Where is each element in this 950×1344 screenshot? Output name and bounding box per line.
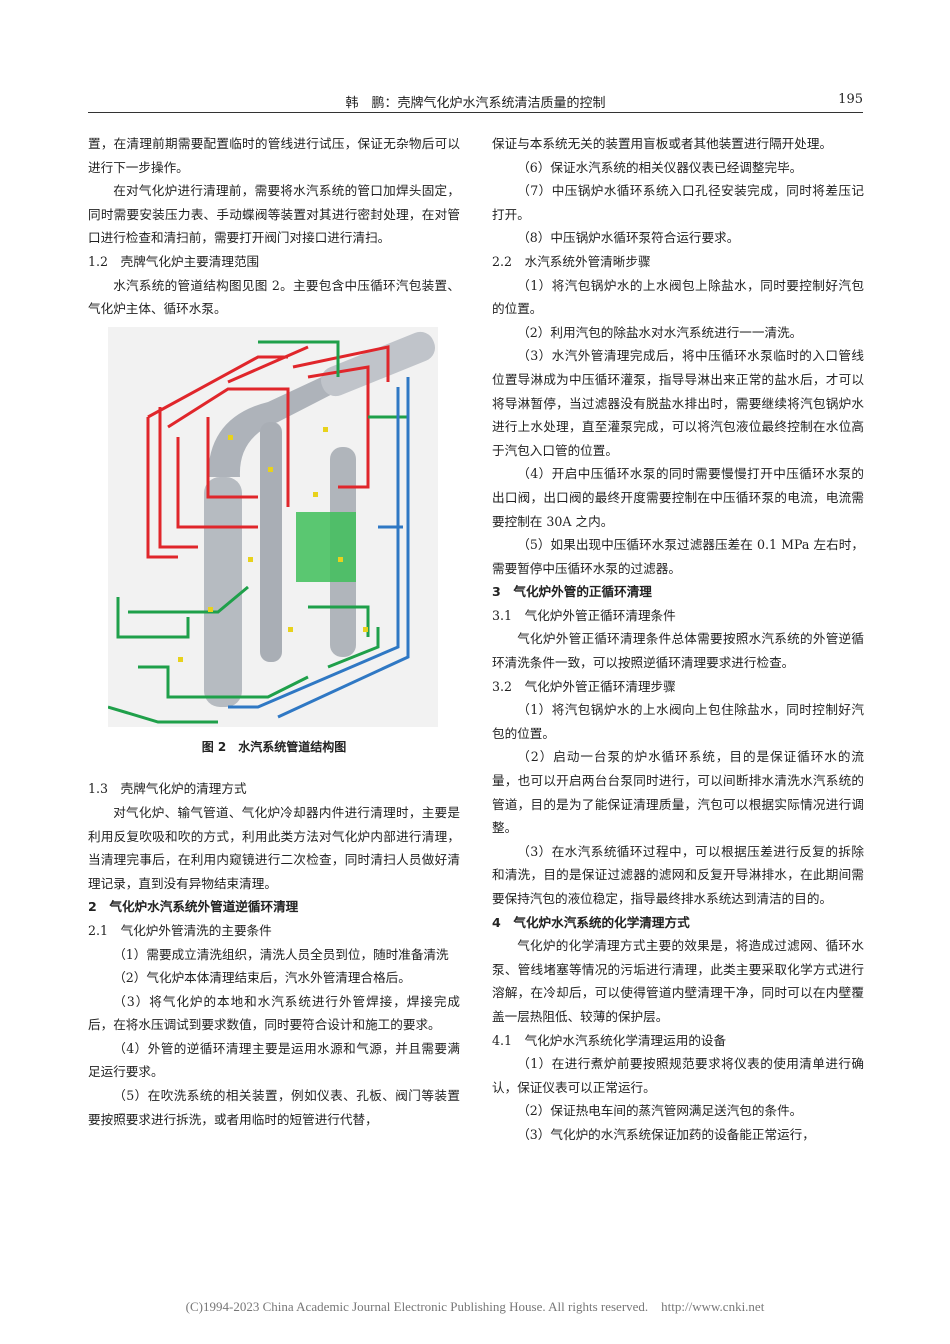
paragraph: 保证与本系统无关的装置用盲板或者其他装置进行隔开处理。 [492,136,833,151]
right-column: 保证与本系统无关的装置用盲板或者其他装置进行隔开处理。 （6）保证水汽系统的相关… [492,132,864,1147]
running-header: 韩 鹏：壳牌气化炉水汽系统清洁质量的控制 195 [88,92,863,113]
copyright-footer: (C)1994-2023 China Academic Journal Elec… [185,1299,765,1314]
list-item: （2）气化炉本体清理结束后，汽水外管清理合格后。 [113,970,411,986]
figure-2 [88,326,460,732]
paragraph: 置，在清理前期需要配置临时的管线进行试压，保证无杂物后可以进行下一步操作。 [88,136,460,175]
list-item: （3）气化炉的水汽系统保证加药的设备能正常运行， [517,1126,815,1142]
list-item: （3）将气化炉的本地和水汽系统进行外管焊接，焊接完成后，在将水压调试到要求数值，… [88,993,460,1033]
section-heading-2-2: 2.2 水汽系统外管清晰步骤 [492,253,651,269]
paragraph: 水汽系统的管道结构图见图 2。主要包含中压循环汽包装置、气化炉主体、循环水泵。 [88,277,460,317]
list-item: （5）在吹洗系统的相关装置，例如仪表、孔板、阀门等装置要按照要求进行拆洗，或者用… [88,1088,460,1127]
paragraph: 对气化炉、输气管道、气化炉冷却器内件进行清理时，主要是利用反复吹吸和吹的方式，利… [88,804,460,891]
list-item: （2）利用汽包的除盐水对水汽系统进行一一清洗。 [517,324,803,340]
list-item: （1）将汽包锅炉水的上水阀向上包住除盐水，同时控制好汽包的位置。 [492,702,864,741]
section-heading-1-3: 1.3 壳牌气化炉的清理方式 [88,781,247,797]
section-heading-4-1: 4.1 气化炉水汽系统化学清理运用的设备 [492,1032,727,1048]
list-item: （7）中压锅炉水循环系统入口孔径安装完成，同时将差压记打开。 [492,183,864,222]
section-heading-3-1: 3.1 气化炉外管正循环清理条件 [492,607,676,623]
figure-caption: 图 2 水汽系统管道结构图 [201,739,347,754]
section-heading-3: 3 气化炉外管的正循环清理 [492,584,652,600]
list-item: （1）将汽包锅炉水的上水阀包上除盐水，同时要控制好汽包的位置。 [492,277,864,317]
header-title: 韩 鹏：壳牌气化炉水汽系统清洁质量的控制 [345,96,606,111]
section-heading-2: 2 气化炉水汽系统外管道逆循环清理 [88,899,299,915]
section-heading-3-2: 3.2 气化炉外管正循环清理步骤 [492,678,676,694]
pipe-structure-diagram [108,326,438,727]
list-item: （3）在水汽系统循环过程中，可以根据压差进行反复的拆除和清洗，目的是保证过滤器的… [492,843,864,906]
list-item: （1）需要成立清洗组织，清洗人员全员到位，随时准备清洗 [113,946,449,962]
list-item: （4）开启中压循环水泵的同时需要慢慢打开中压循环水泵的出口阀，出口阀的最终开度需… [492,466,864,529]
list-item: （2）启动一台泵的炉水循环系统，目的是保证循环水的流量，也可以开启两台台泵同时进… [492,749,864,836]
left-column: 置，在清理前期需要配置临时的管线进行试压，保证无杂物后可以进行下一步操作。 在对… [88,132,460,1131]
list-item: （3）水汽外管清理完成后，将中压循环水泵临时的入口管线位置导淋成为中压循环灌泵，… [492,348,864,458]
section-heading-1-2: 1.2 壳牌气化炉主要清理范围 [88,253,260,269]
paragraph: 气化炉的化学清理方式主要的效果是，将造成过滤网、循环水泵、管线堵塞等情况的污垢进… [492,938,864,1024]
list-item: （5）如果出现中压循环水泵过滤器压差在 0.1 MPa 左右时，需要暂停中压循环… [492,537,864,576]
list-item: （4）外管的逆循环清理主要是运用水源和气源，并且需要满足运行要求。 [88,1040,460,1080]
paragraph: 在对气化炉进行清理前，需要将水汽系统的管口加焊头固定，同时需要安装压力表、手动蝶… [88,183,460,246]
list-item: （2）保证热电车间的蒸汽管网满足送汽包的条件。 [517,1103,803,1119]
section-heading-2-1: 2.1 气化炉外管清洗的主要条件 [88,922,272,938]
section-heading-4: 4 气化炉水汽系统的化学清理方式 [492,914,690,930]
page-number: 195 [838,92,863,107]
list-item: （6）保证水汽系统的相关仪器仪表已经调整完毕。 [517,159,803,175]
paragraph: 气化炉外管正循环清理条件总体需要按照水汽系统的外管逆循环清洗条件一致，可以按照逆… [492,631,864,671]
list-item: （8）中压锅炉水循环泵符合运行要求。 [517,230,740,246]
list-item: （1）在进行煮炉前要按照规范要求将仪表的使用清单进行确认，保证仪表可以正常运行。 [492,1056,864,1095]
